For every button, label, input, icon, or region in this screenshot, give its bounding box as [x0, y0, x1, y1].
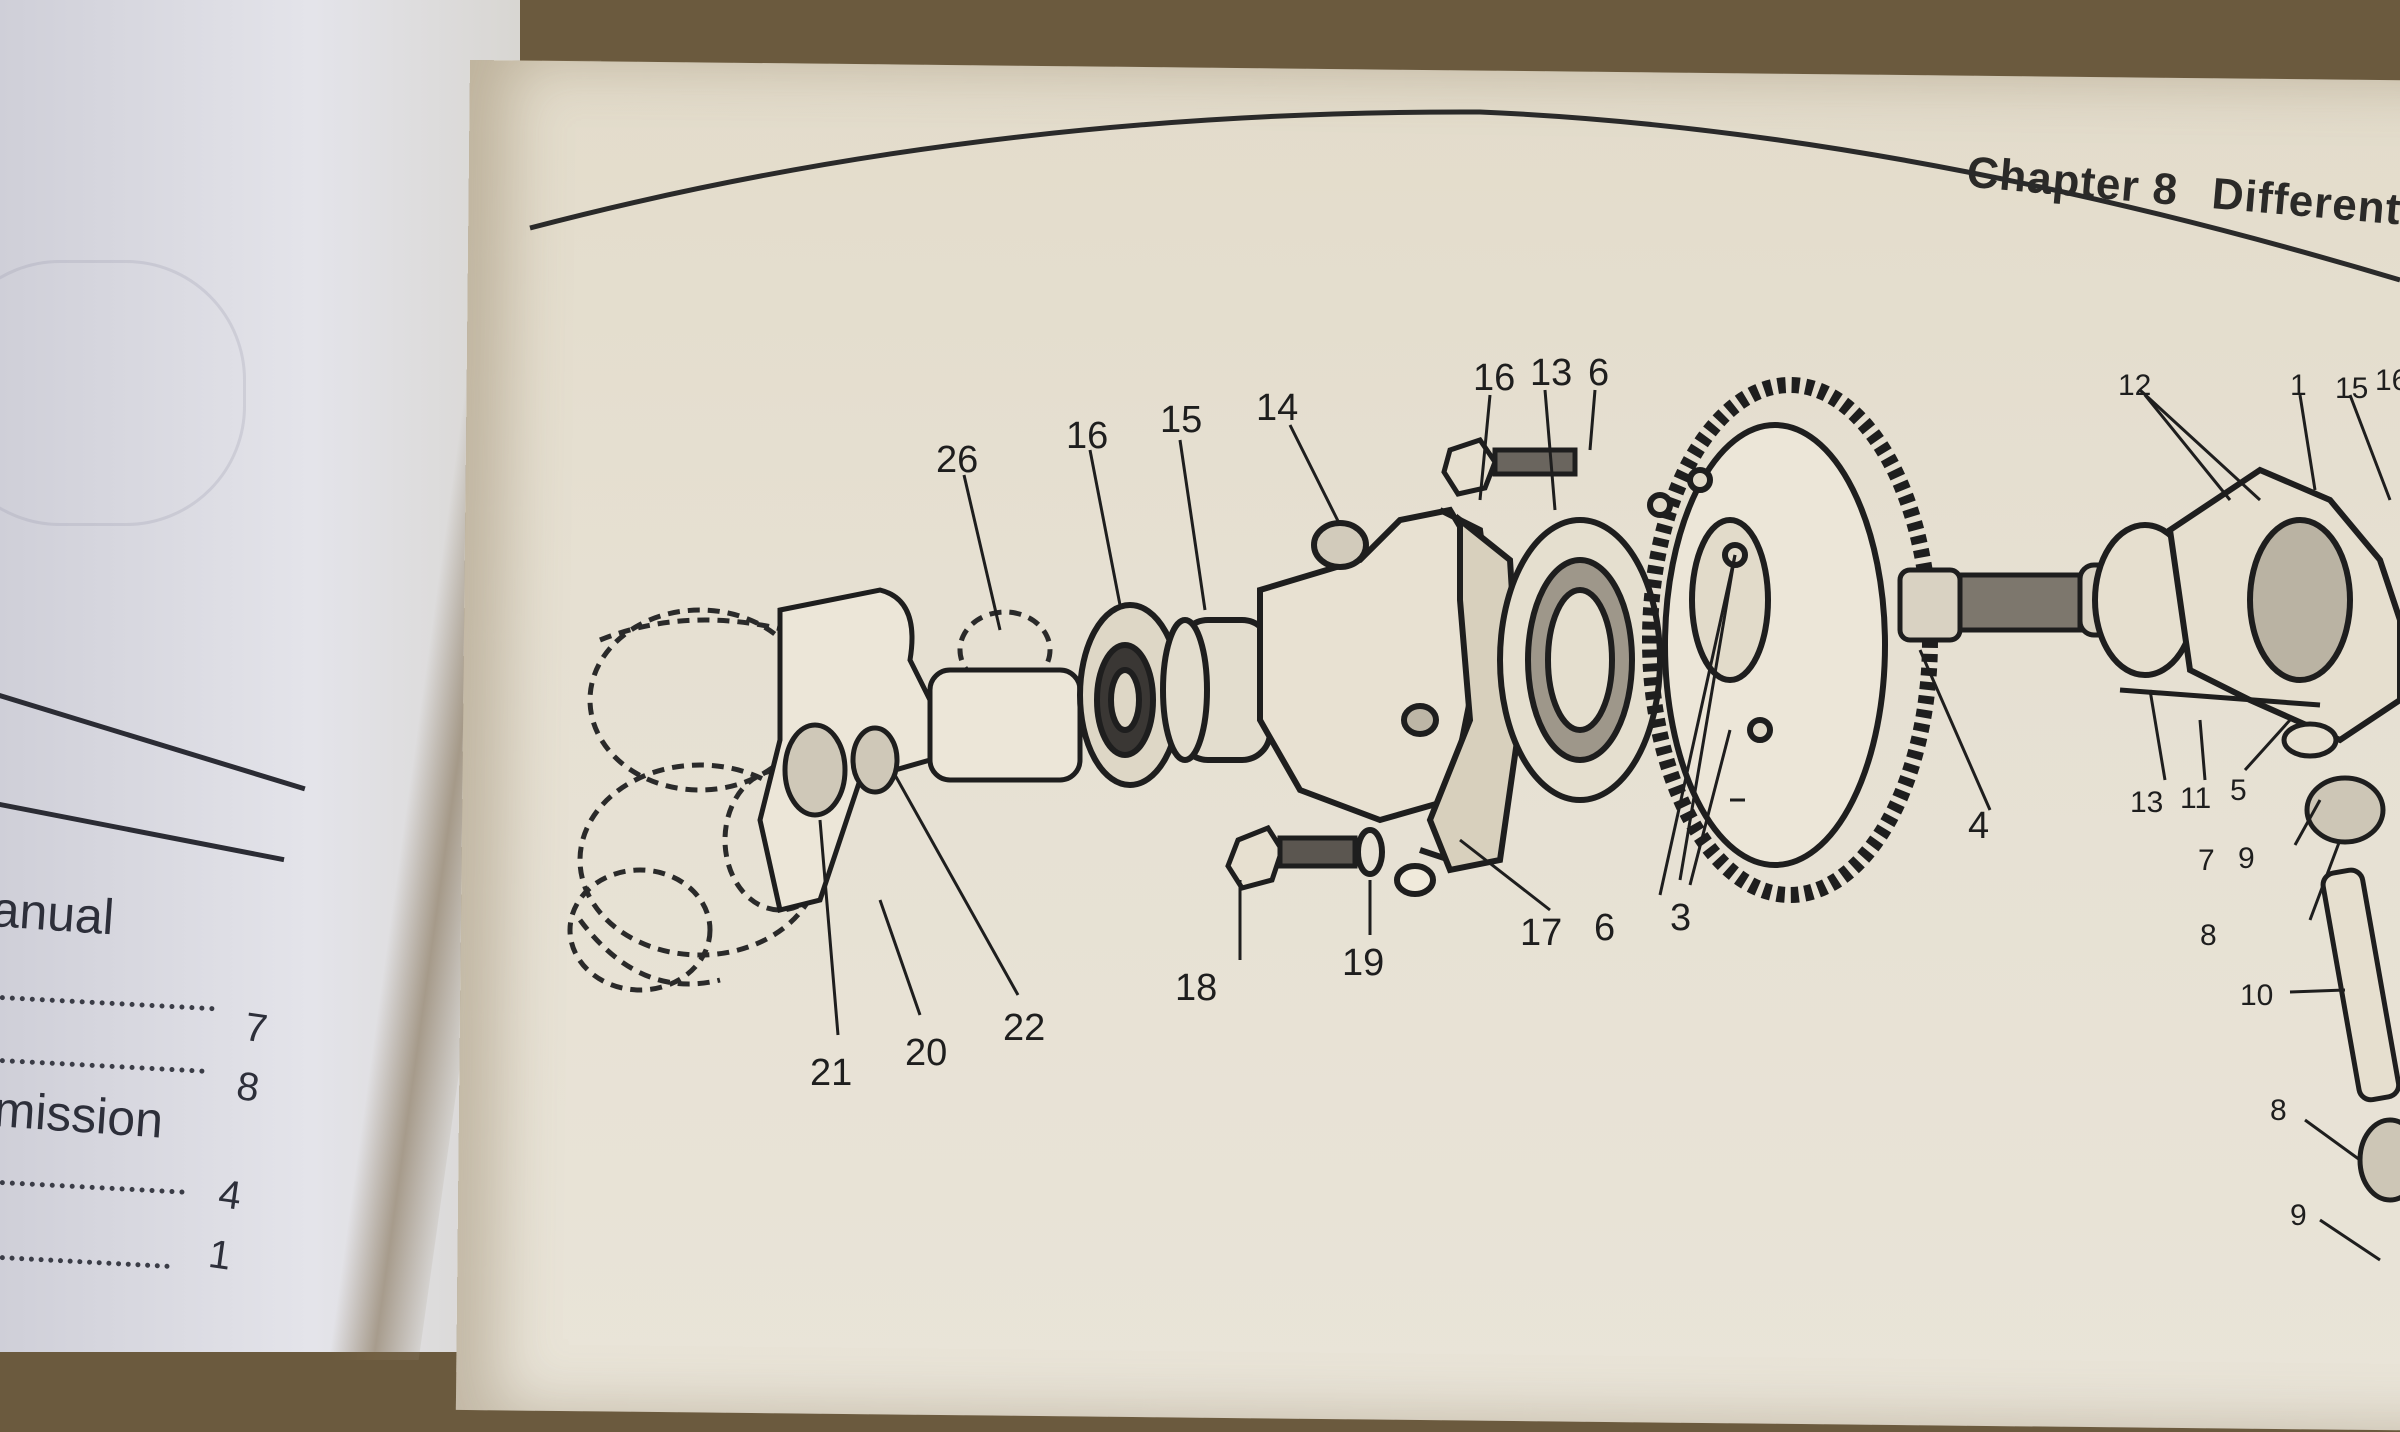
callout-numbers: 26 16 15 14 16 13 6 17 6 3 4 18 19 21 20…: [810, 352, 2400, 1232]
callout-3: 3: [1670, 897, 1691, 939]
callout-14: 13: [1530, 352, 1572, 394]
callout-26: 26: [936, 439, 978, 481]
callout-leader-lines: [818, 388, 2392, 1262]
callout-20: 17: [1520, 912, 1562, 954]
bleed-through-shape: [0, 260, 246, 526]
callout-4: 4: [1968, 805, 1989, 847]
bearing-14: [1497, 517, 1663, 803]
output-flange-yoke: [757, 587, 1083, 914]
washer-22: [1355, 827, 1385, 877]
callout-18: 15: [1160, 399, 1202, 441]
callout-16b: 16: [2375, 364, 2400, 397]
callout-8b: 8: [2270, 1094, 2287, 1127]
callout-19: 16: [1066, 415, 1108, 457]
callout-6b: 7: [2198, 844, 2215, 877]
callout-22: 19: [1342, 942, 1384, 984]
callout-9b: 9: [2290, 1199, 2307, 1232]
seal-18: [1160, 617, 1273, 763]
callout-11: 11: [2180, 782, 2211, 815]
bolt-5: [1441, 437, 1578, 497]
header-rule: [529, 109, 2400, 283]
callout-12: 12: [2118, 369, 2151, 402]
differential-cage: [2092, 466, 2400, 744]
callout-15: 15: [2335, 372, 2368, 405]
callout-9a: 9: [2238, 842, 2255, 875]
exploded-diagram: 26 16 15 14 16 13 6 17 6 3 4 18 19 21 20…: [529, 109, 2400, 1262]
callout-16a: 16: [1473, 357, 1515, 399]
side-gear-parts: [2281, 721, 2400, 1203]
callout-5: 6: [1588, 352, 1609, 394]
crown-wheel-3: [1642, 377, 1938, 903]
callout-24: 21: [810, 1052, 852, 1094]
callout-10: 10: [2240, 979, 2273, 1012]
callout-17: 14: [1256, 387, 1298, 429]
callout-21: 18: [1175, 967, 1217, 1009]
callout-25: 22: [1003, 1007, 1045, 1049]
callout-6a: 6: [1594, 907, 1615, 949]
callout-1: 1: [2290, 369, 2307, 402]
callout-23: 20: [905, 1032, 947, 1074]
callout-8a: 8: [2200, 919, 2217, 952]
callout-13: 13: [2130, 786, 2163, 819]
bolt-21: [1225, 824, 1358, 891]
callout-7: 5: [2230, 774, 2247, 807]
bearing-19: [1077, 602, 1183, 788]
